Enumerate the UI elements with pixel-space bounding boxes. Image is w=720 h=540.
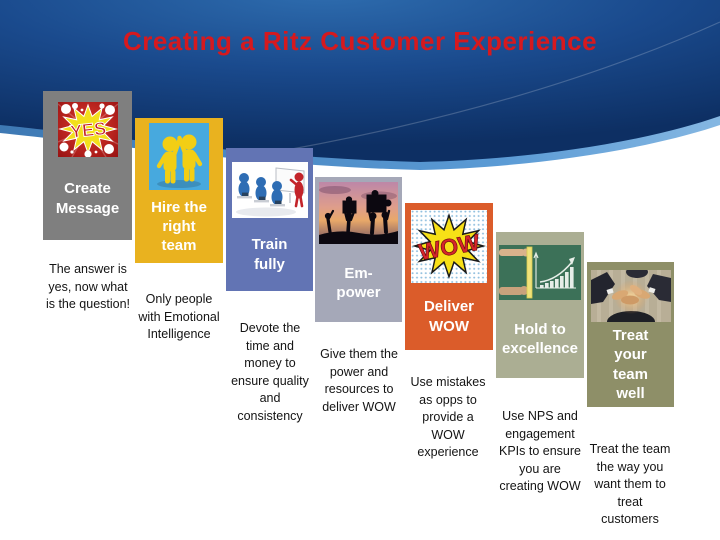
- step-description-hold-to-excellence: Use NPS and engagement KPIs to ensure yo…: [499, 409, 581, 493]
- step-card-hire-right-team: Hire the right team: [135, 118, 223, 263]
- hands-together-image: [590, 270, 671, 322]
- training-class-image: [231, 162, 308, 218]
- step-label-create-message: Create Message: [55, 180, 120, 217]
- step-label-hold-to-excellence: Hold to excellence: [502, 320, 578, 357]
- step-description-empower: Give them the power and resources to del…: [320, 347, 398, 414]
- step-label-empower: Em- power: [336, 264, 381, 301]
- step-label-treat-team-well: Treat your team well: [612, 327, 649, 402]
- step-card-empower: Em- power: [315, 177, 402, 322]
- hire-team-image: [149, 123, 209, 190]
- step-description-deliver-wow: Use mistakes as opps to provide a WOW ex…: [410, 375, 486, 459]
- wow-comic-image: WOW: [411, 210, 487, 283]
- svg-text:YES: YES: [69, 118, 107, 142]
- step-description-create-message: The answer is yes, now what is the quest…: [45, 262, 131, 311]
- step-card-train-fully: Train fully: [226, 148, 313, 291]
- step-card-create-message: YES Create Message: [43, 91, 132, 240]
- step-description-train-fully: Devote the time and money to ensure qual…: [231, 321, 309, 423]
- step-description-hire-right-team: Only people with Emotional Intelligence: [138, 292, 220, 341]
- step-card-treat-team-well: Treat your team well: [587, 262, 674, 407]
- step-description-treat-team-well: Treat the team the way you want them to …: [589, 442, 671, 526]
- step-label-deliver-wow: Deliver WOW: [423, 298, 475, 335]
- slide-title: Creating a Ritz Customer Experience: [122, 26, 598, 56]
- growth-chart-image: [499, 245, 581, 300]
- step-label-hire-right-team: Hire the right team: [151, 198, 207, 255]
- yes-comic-image: YES: [57, 102, 118, 157]
- puzzle-silhouette-image: [319, 182, 398, 244]
- step-label-train-fully: Train fully: [251, 236, 288, 273]
- step-card-hold-to-excellence: Hold to excellence: [496, 232, 584, 378]
- step-card-deliver-wow: WOW Deliver WOW: [405, 203, 493, 350]
